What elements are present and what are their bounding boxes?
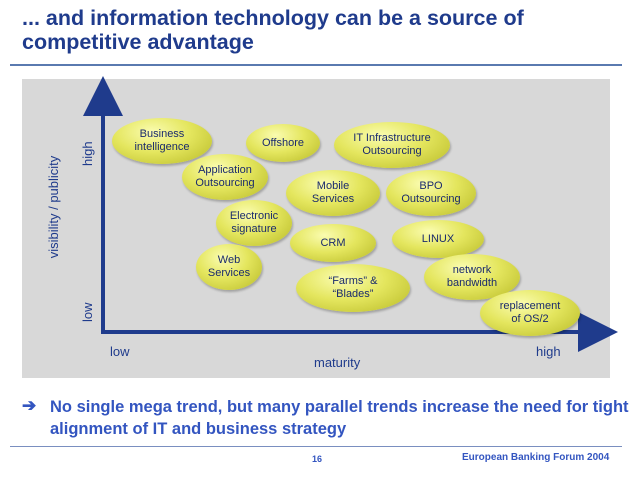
bubble-bpo-outsourcing: BPO Outsourcing [386, 170, 476, 216]
bubble-farms-blades: “Farms” & “Blades” [296, 264, 410, 312]
bubble-mobile-services: Mobile Services [286, 170, 380, 216]
x-axis-label: maturity [314, 355, 361, 370]
arrow-icon: ➔ [22, 396, 37, 415]
bubble-electronic-signature: Electronic signature [216, 200, 292, 246]
bubble-offshore: Offshore [246, 124, 320, 162]
bubble-web-services: Web Services [196, 244, 262, 290]
footer-divider [10, 446, 622, 447]
forum-name: European Banking Forum 2004 [462, 452, 610, 463]
page-number: 16 [312, 454, 323, 464]
bubble-replacement-os2: replacement of OS/2 [480, 290, 580, 336]
page-title: ... and information technology can be a … [22, 6, 524, 54]
bubble-network-bandwidth: network bandwidth [424, 254, 520, 300]
y-axis-low-label: low [80, 302, 95, 322]
y-axis-high-label: high [80, 141, 95, 166]
bubble-application-outsourcing: Application Outsourcing [182, 154, 268, 200]
bubble-business-intelligence: Business intelligence [112, 118, 212, 164]
bubble-crm: CRM [290, 224, 376, 262]
y-axis-label: visibility / publicity [46, 155, 61, 259]
bubble-it-infrastructure-outsourcing: IT Infrastructure Outsourcing [334, 122, 450, 168]
conclusion-text: No single mega trend, but many parallel … [50, 398, 629, 438]
title-divider [10, 64, 622, 66]
x-axis-high-label: high [536, 344, 561, 359]
x-axis-low-label: low [110, 344, 130, 359]
bubble-linux: LINUX [392, 220, 484, 258]
